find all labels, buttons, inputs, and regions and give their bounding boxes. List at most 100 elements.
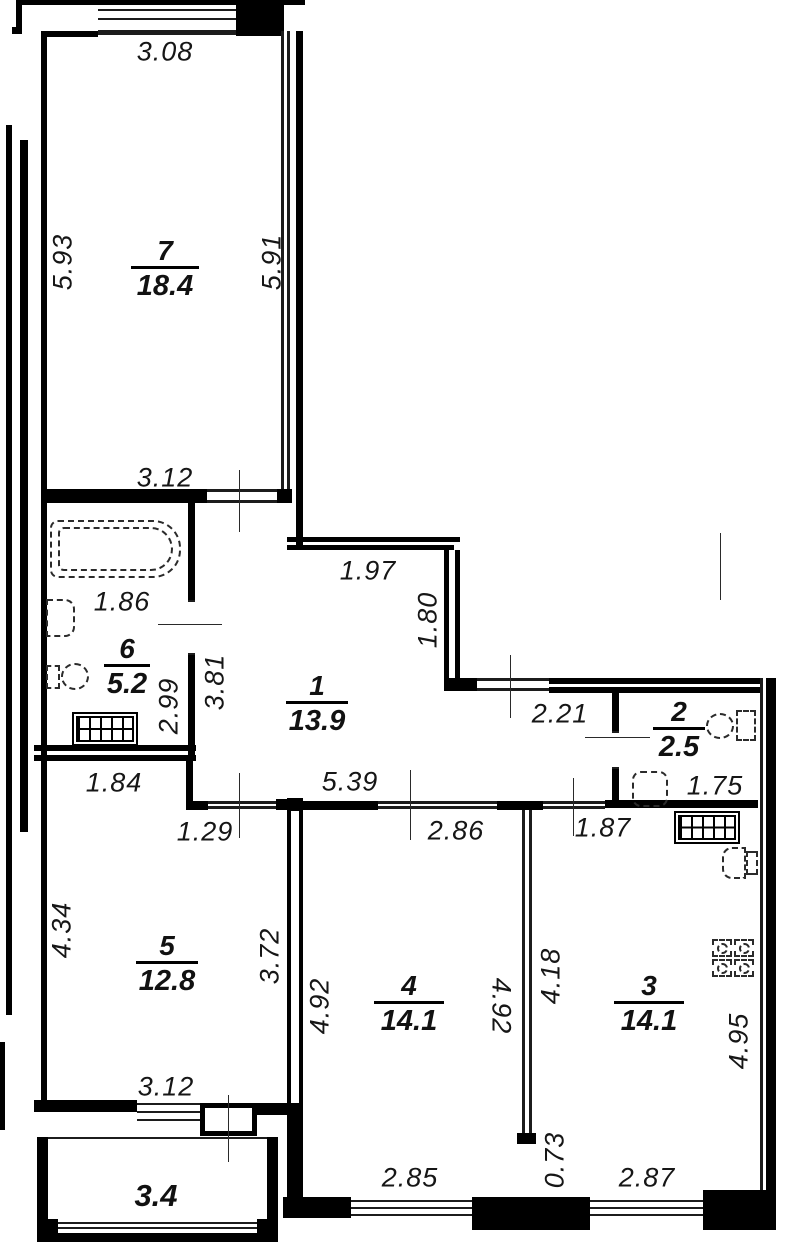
wall-segment	[16, 0, 22, 34]
extension-line	[158, 624, 222, 625]
room-area: 2.5	[658, 731, 700, 763]
wall-segment	[612, 769, 619, 806]
wall-segment	[20, 140, 28, 832]
wall-segment	[303, 801, 378, 810]
dim-room4-door: 2.86	[427, 815, 485, 846]
balcony-edge	[48, 1137, 267, 1139]
toilet-icon	[46, 665, 60, 689]
wall-segment	[40, 1219, 58, 1235]
room-area: 5.2	[106, 668, 148, 700]
window-room5	[137, 1111, 257, 1113]
dim-window-pier: 0.73	[539, 1131, 570, 1189]
wall-segment	[549, 687, 763, 693]
balcony-glazing	[58, 1222, 257, 1224]
window-room7	[98, 9, 236, 11]
window-room4	[351, 1200, 472, 1202]
wall-segment	[549, 678, 763, 684]
dim-hall-wall: 3.81	[199, 653, 230, 711]
wall-segment	[703, 1190, 776, 1230]
window-room7	[98, 30, 236, 35]
wall-segment	[34, 745, 196, 751]
radiator-grid	[678, 815, 736, 840]
burner-icon	[734, 959, 754, 977]
dim-room7-right: 5.91	[256, 233, 287, 291]
toilet-icon	[61, 663, 89, 690]
extension-line	[228, 1095, 229, 1162]
room-label-4: 4 14.1	[374, 972, 444, 1036]
dim-room5-top: 1.84	[85, 767, 143, 798]
wall-segment	[186, 801, 208, 810]
door-opening	[208, 806, 276, 809]
stove-icon	[712, 939, 754, 977]
dim-room7-left: 5.93	[47, 233, 78, 291]
wall-segment	[287, 545, 454, 550]
radiator-icon	[72, 712, 138, 746]
wall-segment	[34, 755, 196, 761]
extension-line	[410, 770, 411, 840]
room-rule	[286, 701, 348, 704]
room-label-6: 6 5.2	[104, 635, 150, 699]
wall-segment	[529, 810, 532, 1141]
room-label-3: 3 14.1	[614, 972, 684, 1036]
wall-segment	[296, 31, 303, 550]
dim-bath-width: 1.86	[93, 586, 151, 617]
room-number: 6	[119, 633, 135, 664]
wall-segment	[287, 811, 291, 1103]
extension-line	[720, 533, 721, 600]
window-room4	[351, 1207, 472, 1209]
wall-segment	[760, 678, 763, 1230]
room-label-1: 1 13.9	[286, 672, 348, 736]
sink-icon	[46, 599, 75, 637]
balcony-area-label: 3.4	[134, 1178, 178, 1213]
wall-segment	[283, 1197, 351, 1218]
wall-segment	[41, 31, 47, 1103]
window-room3	[590, 1207, 703, 1209]
room-number: 7	[157, 235, 173, 266]
wall-segment	[299, 811, 303, 1103]
dim-room3-window: 2.87	[618, 1162, 676, 1193]
wall-segment	[522, 810, 525, 1141]
room-rule	[653, 727, 705, 730]
wall-segment	[766, 678, 776, 1230]
wall-segment	[277, 489, 292, 503]
wall-segment	[37, 1233, 278, 1242]
kitchen-sink-icon	[722, 847, 746, 879]
door-opening	[477, 688, 549, 691]
wall-segment	[236, 5, 284, 36]
window-room3	[590, 1200, 703, 1202]
dim-top-window: 3.08	[136, 36, 194, 67]
door-opening	[207, 489, 277, 492]
room-area: 18.4	[136, 270, 194, 302]
room-area: 14.1	[380, 1005, 438, 1037]
balcony-glazing	[58, 1227, 257, 1229]
dim-room3-left: 4.18	[535, 947, 566, 1005]
door-opening	[477, 678, 549, 681]
wall-segment	[276, 799, 287, 810]
wall-segment	[41, 489, 207, 503]
toilet-icon	[706, 713, 734, 739]
door-opening	[207, 500, 277, 503]
dim-room4-left: 4.92	[304, 977, 335, 1035]
dim-room5-bottom: 3.12	[137, 1071, 195, 1102]
wall-segment	[188, 655, 195, 755]
room-label-2: 2 2.5	[653, 698, 705, 762]
extension-line	[510, 655, 511, 718]
dim-hall-right: 2.21	[531, 698, 589, 729]
wall-segment	[455, 550, 460, 685]
wall-segment	[287, 31, 290, 497]
dim-room6-height: 2.99	[153, 677, 184, 735]
wall-segment	[287, 1103, 303, 1199]
wall-segment	[605, 800, 758, 808]
door-opening	[543, 801, 605, 804]
dim-room7-bottom: 3.12	[136, 462, 194, 493]
wall-segment	[42, 31, 98, 37]
kitchen-sink-icon	[746, 851, 758, 875]
wall-segment	[612, 691, 619, 731]
dim-hall-step-top: 1.97	[339, 555, 397, 586]
window-room5	[137, 1119, 257, 1121]
wall-segment	[267, 1137, 278, 1242]
wall-segment	[12, 27, 22, 34]
room-label-5: 5 12.8	[136, 932, 198, 996]
wall-segment	[444, 545, 449, 685]
